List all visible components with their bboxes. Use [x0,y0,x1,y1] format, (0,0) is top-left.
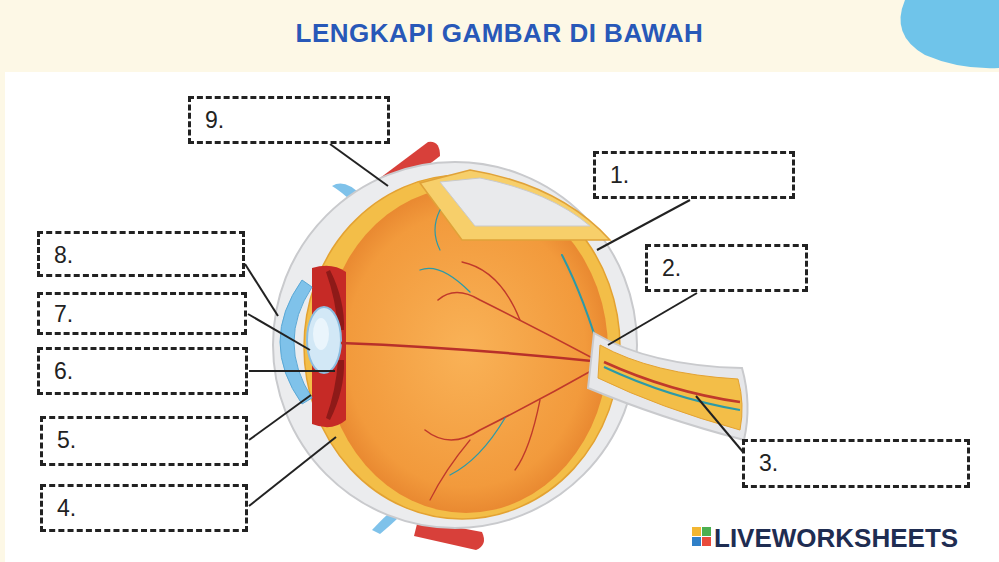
watermark-logo [692,527,711,546]
callout-number: 9. [191,99,224,132]
answer-box: 7. [37,292,247,335]
callout-number: 2. [648,247,681,280]
callout-number: 6. [40,350,73,383]
blood-vessels [420,210,602,500]
lens-highlight [313,318,329,350]
corner-blob [901,0,999,68]
answer-box: 9. [188,96,390,144]
sclera [273,162,637,528]
page-title: LENGKAPI GAMBAR DI BAWAH [0,18,999,49]
answer-box: 5. [40,416,248,466]
answer-box: 2. [645,244,808,292]
cutaway-sclera [440,178,590,226]
answer-box: 3. [742,439,970,488]
answer-box: 8. [37,231,245,277]
callout-number: 1. [596,154,629,187]
callout-number: 3. [745,442,778,475]
optic-nerve [598,345,742,430]
callout-number: 7. [40,295,73,326]
retinal-artery [604,362,740,402]
cutaway-layer [420,170,610,240]
callout-number: 5. [43,419,76,452]
answer-box: 4. [40,484,248,532]
watermark: LIVEWORKSHEETS [714,523,958,554]
answer-box: 1. [593,151,795,199]
visual-axis [341,343,602,362]
lens [307,307,341,373]
callout-number: 8. [40,234,73,267]
optic-nerve-sheath [588,333,748,440]
callout-number: 4. [43,487,76,520]
answer-box: 6. [37,347,248,395]
retinal-vein [604,367,740,410]
